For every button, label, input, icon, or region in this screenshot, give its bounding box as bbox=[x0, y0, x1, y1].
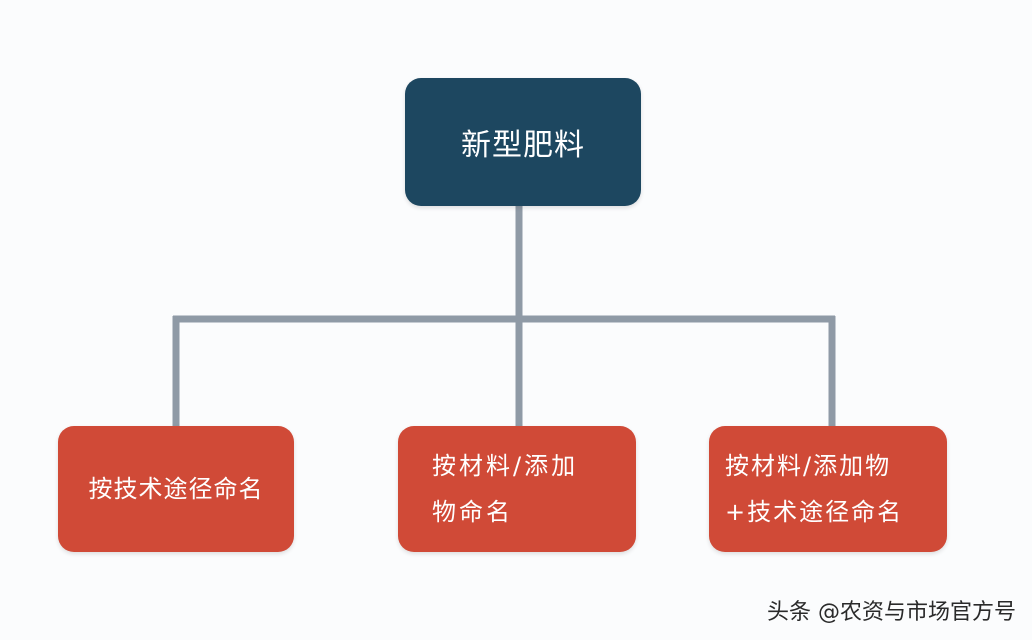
child-node-material: 按材料/添加 物命名 bbox=[398, 426, 636, 552]
child-node-material-technology: 按材料/添加物 +技术途径命名 bbox=[709, 426, 947, 552]
root-node-label: 新型肥料 bbox=[461, 128, 585, 163]
child-node-technology: 按技术途径命名 bbox=[58, 426, 294, 552]
child-node-material-technology-line-2: +技术途径命名 bbox=[725, 498, 904, 526]
child-node-material-line-1: 按材料/添加 bbox=[432, 452, 579, 480]
child-node-material-technology-line-1: 按材料/添加物 bbox=[725, 452, 892, 480]
child-node-material-line-2: 物命名 bbox=[432, 498, 513, 526]
watermark-text: 头条 @农资与市场官方号 bbox=[767, 600, 1016, 625]
child-node-technology-label: 按技术途径命名 bbox=[88, 475, 264, 503]
root-node: 新型肥料 bbox=[405, 78, 641, 206]
